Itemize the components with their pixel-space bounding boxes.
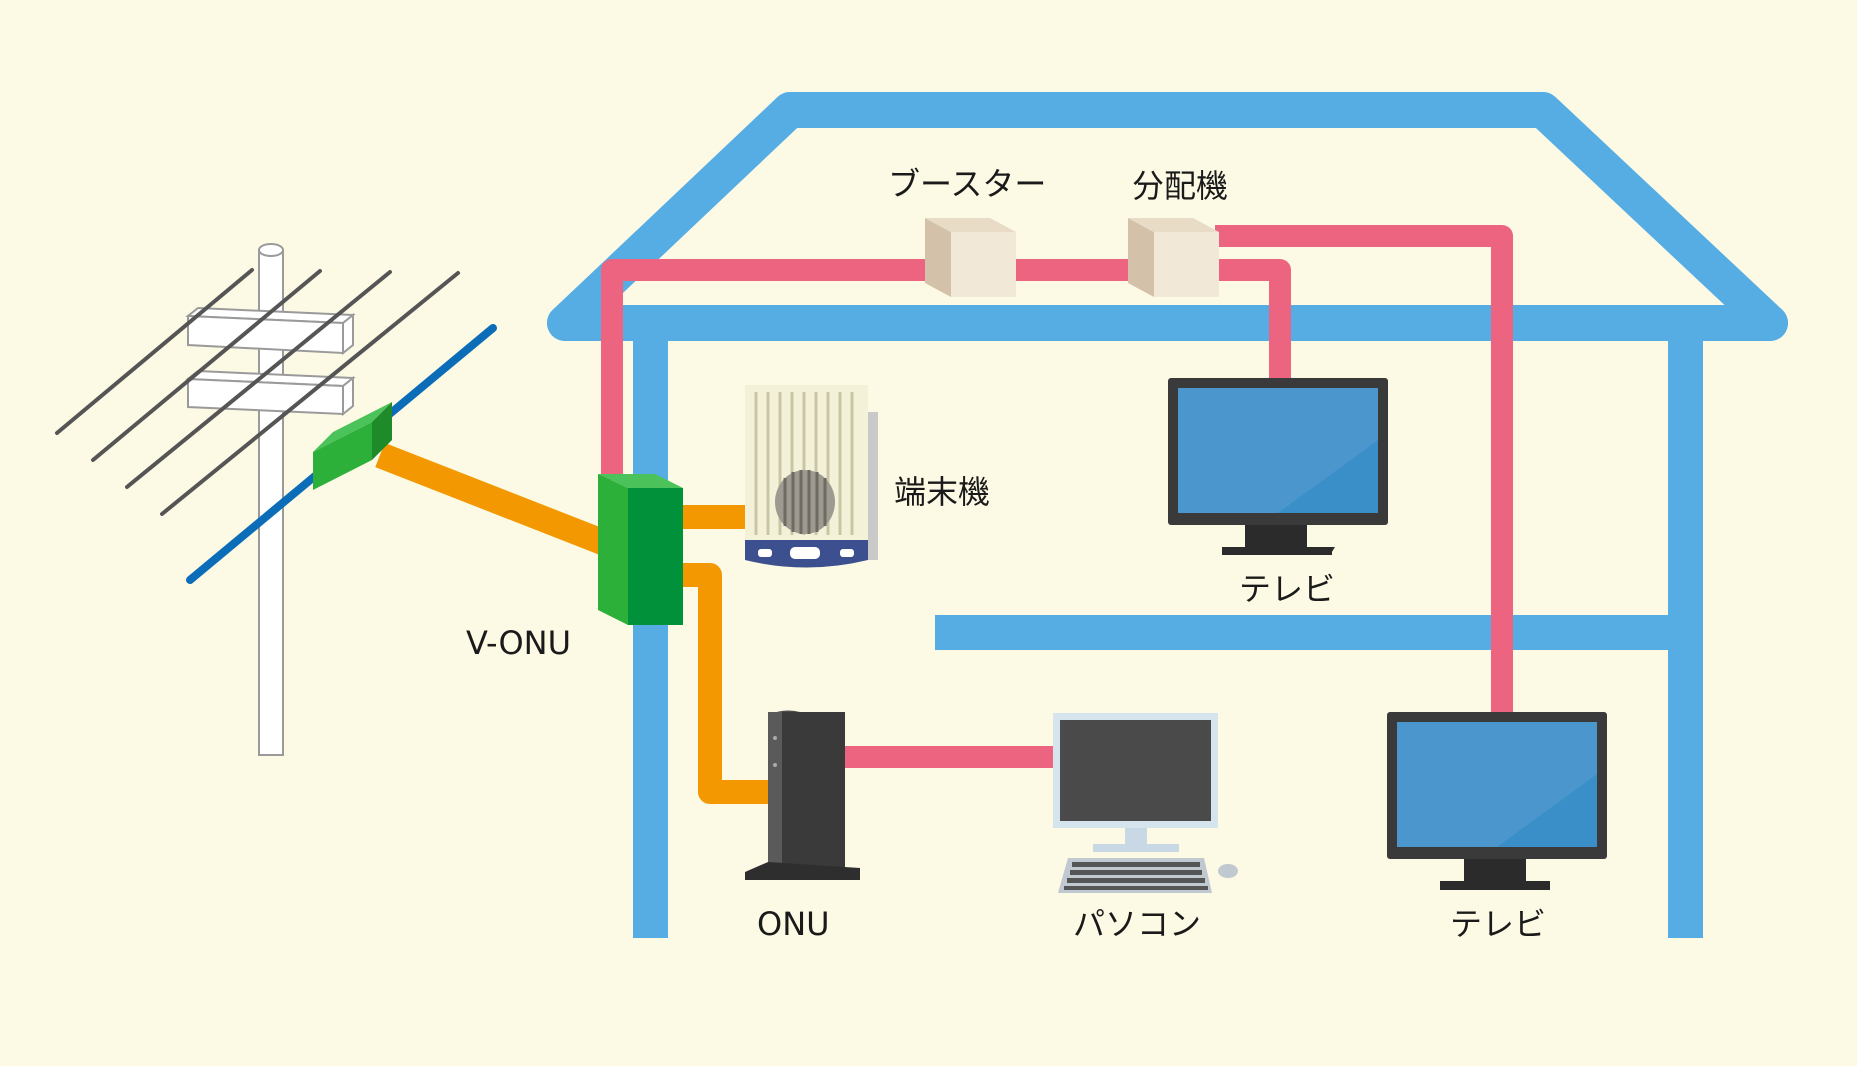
label-pc: パソコン [1073, 905, 1201, 943]
coax-cable-main [601, 259, 930, 480]
label-tv-lower: テレビ [1450, 905, 1546, 943]
label-terminal: 端末機 [894, 473, 990, 511]
tv-upper [1168, 378, 1388, 555]
onu-device [745, 710, 860, 880]
splitter-device [1128, 218, 1219, 297]
antenna-converter [313, 402, 392, 490]
house-wall-left [633, 323, 668, 938]
optical-cable-onu [680, 563, 770, 804]
coax-cable-tv-lower [1215, 225, 1513, 718]
tv-lower [1387, 712, 1607, 890]
label-splitter: 分配機 [1132, 167, 1228, 205]
antenna [55, 243, 497, 756]
label-tv-upper: テレビ [1239, 570, 1335, 608]
optical-cable-antenna [375, 442, 615, 558]
booster-device [925, 218, 1016, 297]
antenna-crossbars [185, 306, 356, 417]
labels: ブースター 分配機 端末機 テレビ V-ONU ONU パソコン テレビ [466, 165, 1546, 943]
coax-cable-tv-upper [1215, 259, 1291, 385]
label-v-onu: V-ONU [466, 624, 571, 662]
optical-cables [375, 442, 770, 804]
pc [1053, 713, 1238, 893]
house-roof [547, 92, 1788, 341]
terminal-device [745, 385, 878, 568]
v-onu-device [598, 474, 683, 625]
coax-cables [601, 225, 1513, 768]
antenna-pole-top [258, 243, 284, 257]
label-booster: ブースター [888, 165, 1046, 203]
antenna-elements [55, 268, 460, 516]
label-onu: ONU [757, 905, 830, 943]
house-floor [935, 615, 1703, 650]
house-outline [547, 92, 1788, 938]
